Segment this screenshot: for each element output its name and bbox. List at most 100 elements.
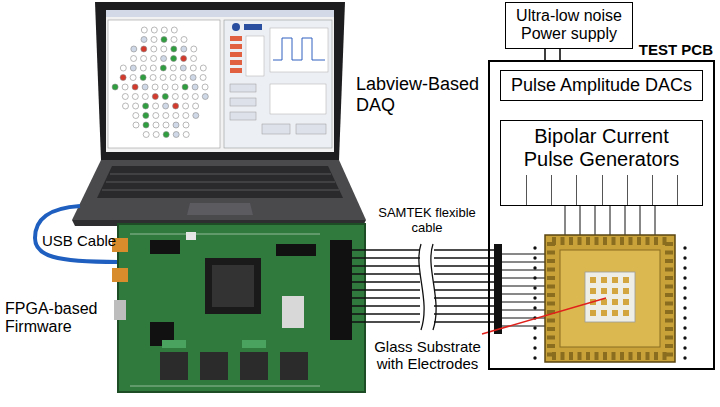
pcb-traces — [502, 254, 545, 255]
screen-electrode-map — [181, 46, 187, 52]
screen-electrode-map — [172, 84, 178, 90]
pcb-traces — [533, 286, 536, 289]
pcb-traces — [502, 286, 545, 287]
chip-pins — [569, 352, 573, 360]
annotation-label: Glass Substrate with Electrodes — [370, 338, 485, 373]
fpga-board — [114, 300, 126, 320]
pcb-traces — [683, 346, 686, 349]
screen-electrode-map — [182, 94, 188, 100]
electrode-array — [623, 277, 629, 283]
screen-electrode-map — [120, 75, 126, 81]
fpga-board — [186, 232, 196, 240]
pcb-traces — [533, 306, 536, 309]
screen-electrode-map — [173, 132, 179, 138]
screen-electrode-map — [152, 94, 158, 100]
fpga-board — [130, 386, 320, 387]
chip-pins — [612, 237, 616, 245]
laptop-illustration — [230, 60, 242, 65]
pcb-traces — [683, 336, 686, 339]
box-label: Bipolar Current Pulse Generators — [517, 125, 687, 171]
screen-electrode-map — [171, 37, 177, 43]
screen-electrode-map — [140, 75, 146, 81]
laptop-illustration — [230, 44, 242, 49]
connector-line — [545, 49, 560, 60]
screen-electrode-map — [132, 84, 138, 90]
chip-pins — [586, 237, 590, 245]
chip-pins — [547, 293, 555, 297]
pcb-traces — [683, 286, 686, 289]
screen-electrode-map — [180, 75, 186, 81]
samtek-cable — [352, 257, 420, 258]
electrode-array — [601, 288, 607, 294]
fpga-board — [150, 240, 180, 254]
samtek-cable — [352, 249, 420, 250]
pcb-traces — [502, 278, 545, 279]
fpga-board — [160, 352, 188, 380]
screen-electrode-map — [133, 113, 139, 119]
screen-electrode-map — [120, 65, 126, 71]
chip-pins — [578, 237, 582, 245]
fpga-board — [112, 224, 365, 392]
chip-pins — [547, 319, 555, 323]
laptop-illustration — [224, 20, 332, 148]
screen-electrode-map — [172, 94, 178, 100]
screen-electrode-map — [180, 65, 186, 71]
fpga-board — [130, 234, 320, 235]
laptop-illustration — [106, 10, 334, 17]
chip-pins — [629, 237, 633, 245]
samtek-cable — [434, 313, 494, 314]
screen-electrode-map — [142, 94, 148, 100]
screen-electrode-map — [153, 122, 159, 128]
screen-electrode-map — [171, 27, 177, 33]
screen-electrode-map — [152, 84, 158, 90]
electrode-array — [623, 299, 629, 305]
samtek-cable — [434, 297, 494, 298]
pcb-traces — [683, 266, 686, 269]
pulse-generator-box: Bipolar Current Pulse Generators — [500, 120, 703, 206]
generator-channels — [551, 175, 552, 205]
samtek-cable — [434, 257, 494, 258]
screen-electrode-map — [130, 75, 136, 81]
screen-electrode-map — [163, 103, 169, 109]
chip-pins — [629, 352, 633, 360]
chip-package — [545, 235, 675, 362]
screen-electrode-map — [173, 122, 179, 128]
pcb-traces — [533, 246, 536, 249]
annotation-label: SAMTEK flexible cable — [368, 206, 486, 236]
screen-electrode-map — [150, 75, 156, 81]
pcb-traces — [683, 306, 686, 309]
board-heading: TEST PCB — [639, 41, 713, 58]
screen-electrode-map — [192, 84, 198, 90]
chip-pins — [595, 352, 599, 360]
fpga-board — [118, 224, 365, 392]
pcb-traces — [683, 326, 686, 329]
annotation-label: FPGA-based Firmware — [5, 300, 110, 337]
pcb-traces — [533, 266, 536, 269]
chip-pins — [665, 268, 673, 272]
chip-pins — [603, 352, 607, 360]
screen-electrode-map — [122, 94, 128, 100]
chip-pins — [665, 259, 673, 263]
generator-channels — [652, 175, 653, 205]
laptop-illustration — [230, 84, 256, 92]
generator-channels — [526, 175, 527, 205]
screen-electrode-map — [160, 75, 166, 81]
pcb-traces — [502, 195, 687, 360]
chip-pins — [547, 353, 555, 357]
laptop-illustration — [72, 160, 366, 220]
electrode-array — [612, 277, 618, 283]
screen-electrode-map — [202, 84, 208, 90]
pcb-traces — [533, 326, 536, 329]
screen-electrode-map — [162, 84, 168, 90]
chip-pins — [547, 259, 555, 263]
chip-package — [560, 250, 660, 347]
screen-electrode-map — [141, 56, 147, 62]
screen-electrode-map — [150, 65, 156, 71]
electrode-array — [623, 288, 629, 294]
laptop-illustration — [230, 112, 256, 120]
screen-electrode-map — [181, 37, 187, 43]
samtek-cable — [352, 297, 420, 298]
fpga-board — [282, 296, 304, 328]
laptop-illustration — [106, 182, 335, 183]
screen-electrode-map — [183, 132, 189, 138]
